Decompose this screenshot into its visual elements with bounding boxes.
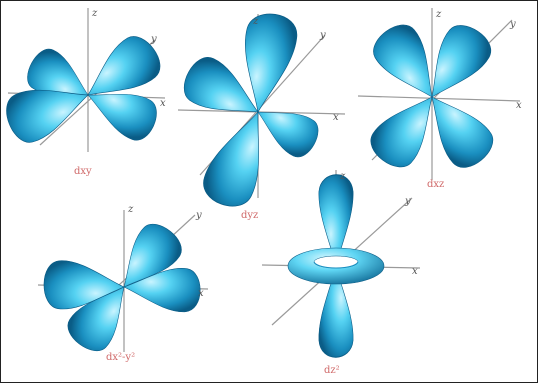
- orbital-dx2-y2: z y x dx²-y²: [37, 204, 209, 363]
- orbital-label-dxy: dxy: [74, 166, 92, 177]
- orbital-dz2: z y x dz²: [261, 170, 421, 376]
- axis-label-y: y: [509, 19, 516, 30]
- orbital-label-dx2-y2: dx²-y²: [106, 352, 135, 363]
- axis-label-y: y: [319, 30, 326, 41]
- orbital-label-dxz: dxz: [427, 179, 444, 190]
- axis-label-z: z: [339, 171, 346, 182]
- x-axis: [357, 95, 521, 102]
- axis-label-x: x: [198, 288, 204, 299]
- axis-label-x: x: [160, 98, 166, 109]
- axis-label-z: z: [435, 9, 442, 20]
- axis-label-y: y: [404, 196, 411, 207]
- axis-label-z: z: [91, 8, 98, 19]
- orbital-dxy: z y x dxy: [0, 8, 168, 177]
- axis-label-z: z: [127, 204, 134, 215]
- orbital-dxz: z y x dxz: [357, 8, 522, 190]
- axis-label-z: z: [252, 16, 259, 27]
- orbital-label-dyz: dyz: [241, 210, 258, 221]
- lobe-lower-right: [412, 81, 501, 176]
- torus-ring: [287, 247, 385, 285]
- axis-label-x: x: [516, 100, 522, 111]
- axis-label-x: x: [412, 266, 418, 277]
- axis-label-y: y: [150, 34, 157, 45]
- x-axis: [177, 109, 346, 115]
- orbital-dyz: z y x dyz: [176, 9, 346, 221]
- axis-label-x: x: [333, 112, 339, 123]
- axis-label-y: y: [195, 210, 202, 221]
- orbital-label-dz2: dz²: [324, 365, 340, 376]
